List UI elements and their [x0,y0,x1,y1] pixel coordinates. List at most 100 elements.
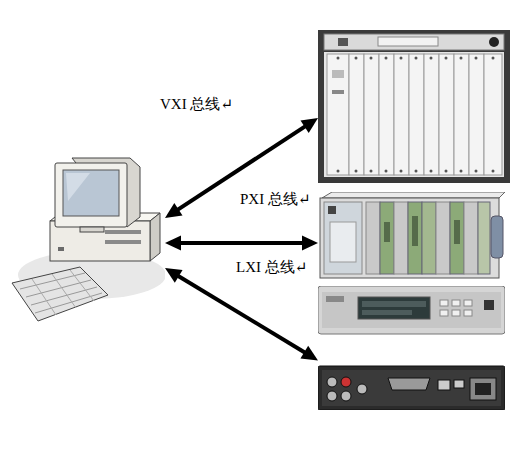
bus-arrow [165,268,318,360]
keyboard-part [32,279,56,315]
computer-tower-part [150,213,160,261]
vxi-frame-part [324,52,504,177]
computer-monitor-part [66,173,90,201]
pxi-modules-part [366,202,380,274]
keyboard-part [52,274,76,308]
computer-monitor-part [55,163,127,227]
pxi-modules-part [454,220,460,244]
lxi-front-panel [318,286,505,334]
vxi-slots-part [349,54,364,175]
vxi-slots-part [409,54,424,175]
arrow-head [165,236,181,251]
arrow-shaft [177,275,306,353]
vxi-frame [318,30,510,183]
computer-tower-part [105,230,141,234]
lxi-rear-panel-part [341,377,351,387]
vxi-screws-part [492,57,495,60]
lxi-rear-panel-part [341,391,351,401]
device-node [10,155,165,330]
lxi-front-panel-part [440,310,448,316]
device-node [318,192,505,280]
lxi-rear-panel-part [318,366,505,410]
pxi-modules [366,202,490,274]
lxi-rear-panel-part [327,391,337,401]
arrow-head [165,268,183,283]
pxi-chassis [318,192,505,280]
pxi-modules-part [464,202,478,274]
pxi-frame-part [320,198,499,278]
vxi-frame-part [324,34,504,50]
bus-label: PXI 总线↵ [240,190,311,208]
pxi-frame [320,192,505,278]
vxi-slots-part [424,54,439,175]
vxi-screws-part [430,57,433,60]
bus-arrow [165,236,318,251]
lxi-instrument [318,286,505,410]
vxi-screws-part [370,57,373,60]
vxi-slots-part [394,54,409,175]
vxi-frame-part [489,37,499,47]
vxi-slots [327,54,502,175]
pxi-modules-part [478,202,490,274]
computer-tower-part [58,247,64,251]
vxi-screws-part [445,57,448,60]
keyboard-part [12,267,108,321]
pxi-modules-part [380,202,394,274]
bus-label: LXI 总线↵ [236,258,307,276]
vxi-screws-part [492,170,495,173]
arrow-head [301,118,318,133]
vxi-screws-part [460,170,463,173]
computer-monitor [55,158,140,232]
lxi-front-panel-part [452,300,460,306]
lxi-rear-panel-part [322,370,501,406]
vxi-slots-part [332,90,344,94]
lxi-rear-panel-part [388,378,430,390]
vxi-slots-part [327,54,349,175]
vxi-screws-part [430,170,433,173]
vxi-screws-part [370,170,373,173]
keyboard-part [70,270,94,301]
vxi-slots-part [379,54,394,175]
arrow-head [302,236,318,251]
pxi-modules-part [436,202,450,274]
vxi-screws-part [445,170,448,173]
lxi-front-panel-part [326,296,344,302]
lxi-front-panel-part [322,292,501,328]
pxi-frame-part [328,206,336,214]
lxi-rear-panel-part [475,383,491,395]
pxi-handle [491,216,503,258]
vxi-frame-part [318,30,510,183]
lxi-front-panel-part [464,300,472,306]
vxi-slots-part [454,54,469,175]
lxi-front-panel-part [362,310,412,315]
computer-illustration [10,155,165,330]
pxi-modules-part [384,222,390,242]
vxi-screws-part [337,57,340,60]
lxi-rear-panel [318,366,505,410]
arrow-shaft [179,241,304,245]
lxi-front-panel-part [362,301,426,307]
pxi-modules-part [412,216,418,246]
device-node [318,286,505,410]
pxi-frame-part [322,192,505,198]
vxi-screws-part [400,170,403,173]
pxi-modules-part [422,202,436,274]
computer-tower-part [105,240,141,244]
lxi-rear-panel-part [438,380,450,390]
vxi-screws-part [385,57,388,60]
vxi-slots-part [469,54,484,175]
keyboard-part [31,287,97,305]
lxi-front-panel-part [484,300,494,310]
bus-label: VXI 总线↵ [160,95,233,113]
vxi-screws-part [355,57,358,60]
vxi-screws-part [385,170,388,173]
vxi-screws [337,57,495,173]
pxi-modules-part [394,202,408,274]
bus-arrow [165,118,318,218]
computer-monitor-part [80,227,104,232]
lxi-front-panel-part [358,297,430,319]
vxi-frame-part [378,37,438,46]
lxi-rear-panel-part [470,378,496,400]
